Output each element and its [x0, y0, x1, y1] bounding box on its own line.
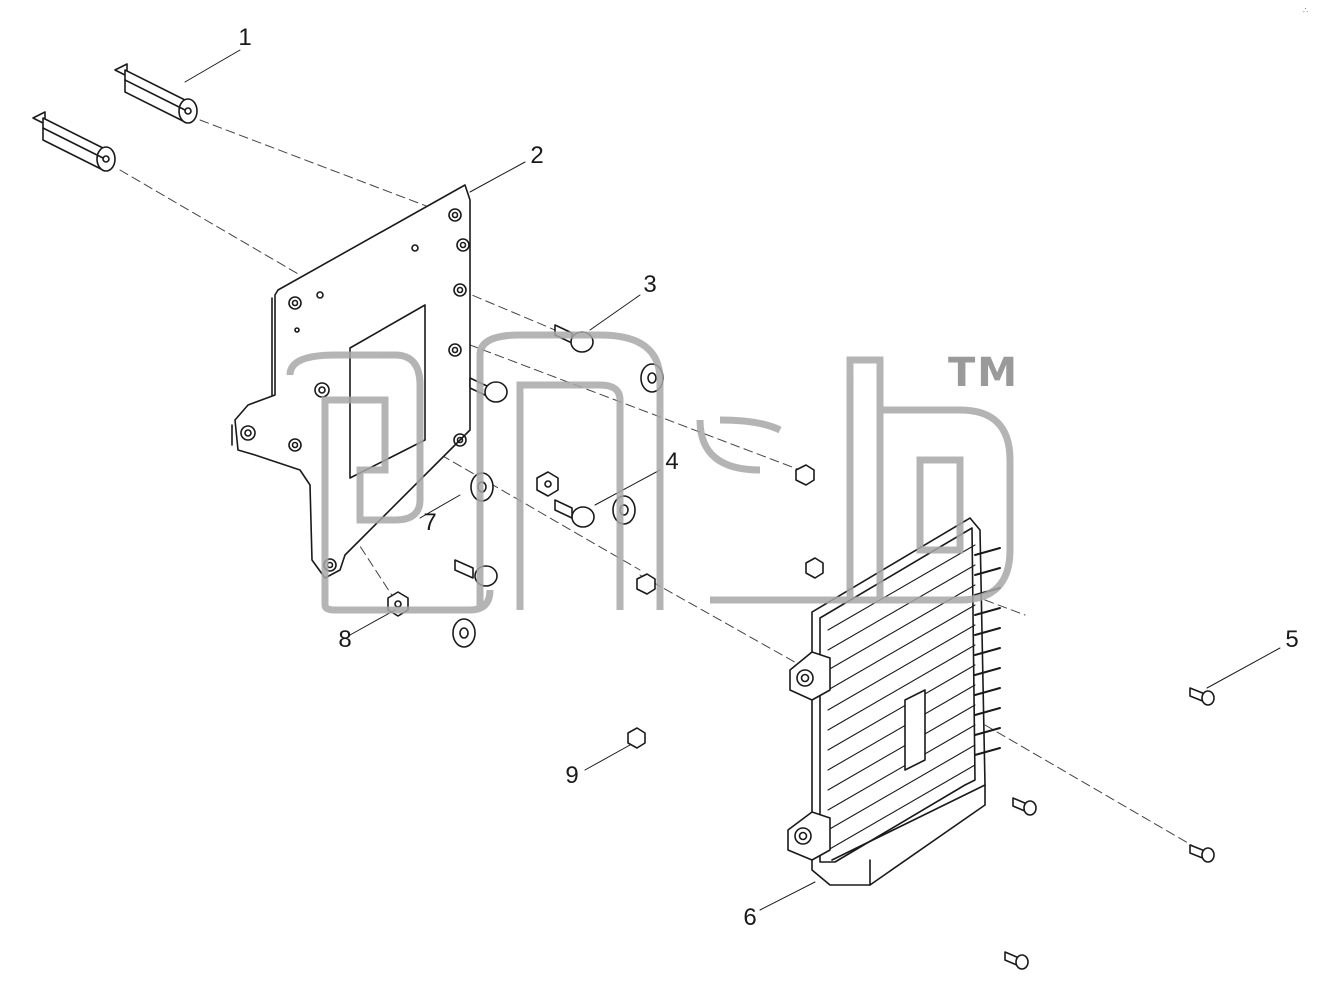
standoff-lower — [32, 111, 116, 172]
callout-8: 8 — [338, 626, 352, 653]
watermark-logo — [286, 331, 1014, 614]
callout-3: 3 — [643, 271, 657, 298]
callout-9: 9 — [565, 762, 579, 789]
screw-5d — [1004, 951, 1029, 970]
watermark-trademark: TM — [948, 350, 1020, 396]
standoff-upper — [114, 63, 198, 124]
screw-5b — [1012, 797, 1037, 816]
nut-9 — [627, 727, 646, 749]
callout-2: 2 — [530, 142, 544, 169]
callout-7: 7 — [423, 509, 437, 536]
callout-4: 4 — [665, 448, 679, 475]
washer-c — [612, 495, 636, 525]
screw-5c — [1189, 844, 1215, 863]
bolt-3b — [469, 377, 508, 403]
mounting-plate — [231, 184, 471, 579]
bolt-3d — [454, 559, 498, 587]
nut-d — [805, 557, 824, 579]
callout-1: 1 — [238, 24, 252, 51]
bolt-3c — [554, 499, 595, 528]
washer-d — [452, 618, 476, 648]
callout-5: 5 — [1285, 626, 1299, 653]
callout-6: 6 — [743, 904, 757, 931]
corner-mark-icon: ∴ — [1303, 6, 1309, 15]
screw-5a — [1189, 687, 1215, 706]
nut-c — [795, 464, 815, 486]
nut-e — [636, 573, 656, 595]
leader-lines — [184, 49, 1281, 911]
nut-a — [536, 471, 559, 497]
